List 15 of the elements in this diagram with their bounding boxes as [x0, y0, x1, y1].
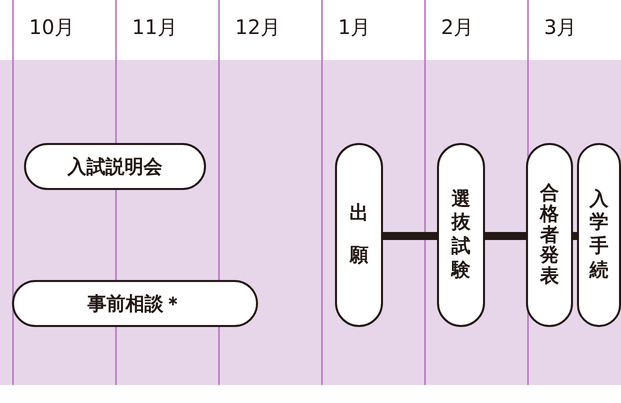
month-label: 11月: [132, 14, 178, 41]
step-pill: 選抜試験: [437, 143, 485, 327]
step-pill: 入試説明会: [24, 143, 206, 190]
month-label: 1月: [338, 14, 371, 41]
connector-line: [383, 232, 437, 240]
month-label: 10月: [29, 14, 74, 41]
step-pill: 事前相談＊: [12, 280, 258, 327]
month-label: 12月: [235, 14, 280, 41]
connector-line: [573, 232, 577, 240]
connector-line: [485, 232, 526, 240]
step-pill: 出願: [335, 143, 383, 327]
month-label: 3月: [544, 14, 577, 41]
step-pill: 合格者発表: [526, 143, 573, 327]
month-label: 2月: [441, 14, 474, 41]
step-pill: 入学手続: [577, 143, 621, 327]
